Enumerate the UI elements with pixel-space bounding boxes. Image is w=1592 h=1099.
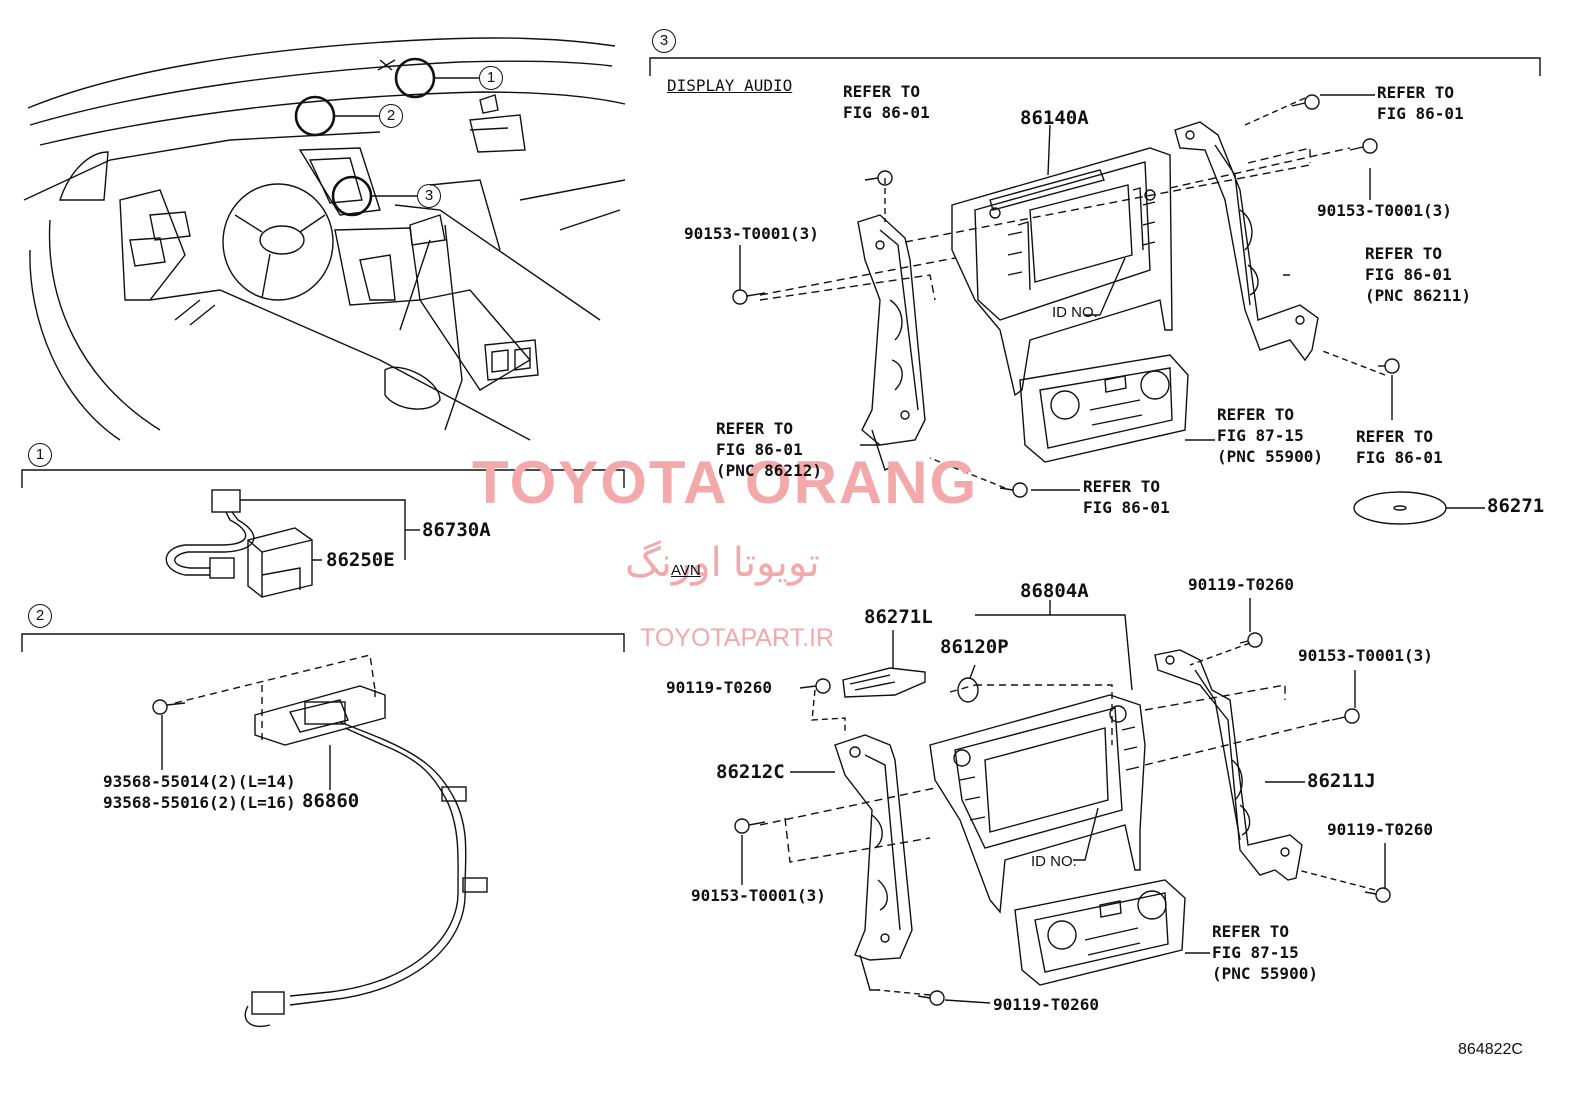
part-86804A: 86804A (1020, 580, 1089, 602)
section-1-marker: 1 (28, 443, 52, 467)
section-2-marker: 2 (28, 604, 52, 628)
screw-90153-left: 90153-T0001(3) (684, 224, 819, 243)
part-86250E: 86250E (326, 549, 395, 571)
display-audio-drawing (732, 94, 1485, 525)
screw-90119-left-top: 90119-T0260 (666, 678, 772, 697)
watermark-site: TOYOTAPART.IR (640, 624, 835, 652)
part-86730A: 86730A (422, 519, 491, 541)
figure-id: 864822C (1458, 1041, 1523, 1058)
screw-90119-right-bottom: 90119-T0260 (1327, 820, 1433, 839)
section-frames (21, 57, 1541, 652)
part-86860: 86860 (302, 790, 360, 812)
ref-climate-display-audio: REFER TO FIG 87-15 (PNC 55900) (1217, 405, 1323, 466)
group2-drawing (152, 654, 488, 1027)
part-86211J: 86211J (1307, 770, 1376, 792)
section-3-marker: 3 (652, 29, 676, 53)
part-86271: 86271 (1487, 495, 1545, 517)
overview-callout-2: 2 (379, 104, 403, 128)
screw-90153-right-top: 90153-T0001(3) (1298, 646, 1433, 665)
screw-90153-left-bottom: 90153-T0001(3) (691, 886, 826, 905)
ref-climate-avn: REFER TO FIG 87-15 (PNC 55900) (1212, 922, 1318, 983)
dashboard-overview-drawing (23, 37, 626, 441)
avn-drawing (734, 598, 1391, 1006)
overview-callout-3: 3 (417, 184, 441, 208)
group1-drawing (165, 489, 420, 598)
ref-top-left: REFER TO FIG 86-01 (843, 82, 930, 122)
part-86120P: 86120P (940, 636, 1009, 658)
display-audio-id-no: ID NO. (1052, 304, 1098, 321)
part-86271L: 86271L (864, 606, 933, 628)
screw-90119-top: 90119-T0260 (1188, 575, 1294, 594)
overview-callout-1: 1 (479, 66, 503, 90)
screw-90153-right: 90153-T0001(3) (1317, 201, 1452, 220)
ref-bottom-right: REFER TO FIG 86-01 (1356, 427, 1443, 467)
avn-id-no: ID NO. (1031, 853, 1077, 870)
ref-right-bracket: REFER TO FIG 86-01 (PNC 86211) (1365, 244, 1471, 305)
watermark-brand: TOYOTA ORANG (472, 449, 979, 516)
part-86212C: 86212C (716, 761, 785, 783)
screw-93568-55016: 93568-55016(2)(L=16) (103, 793, 296, 812)
ref-bottom-center: REFER TO FIG 86-01 (1083, 477, 1170, 517)
display-audio-title: DISPLAY AUDIO (667, 76, 793, 95)
part-86140A: 86140A (1020, 107, 1089, 129)
ref-left-bracket: REFER TO FIG 86-01 (PNC 86212) (716, 419, 822, 480)
screw-90119-bottom: 90119-T0260 (993, 995, 1099, 1014)
watermark-persian: تویوتا اورنگ (625, 541, 820, 585)
ref-top-right: REFER TO FIG 86-01 (1377, 83, 1464, 123)
screw-93568-55014: 93568-55014(2)(L=14) (103, 772, 296, 791)
avn-title: AVN (671, 562, 701, 579)
